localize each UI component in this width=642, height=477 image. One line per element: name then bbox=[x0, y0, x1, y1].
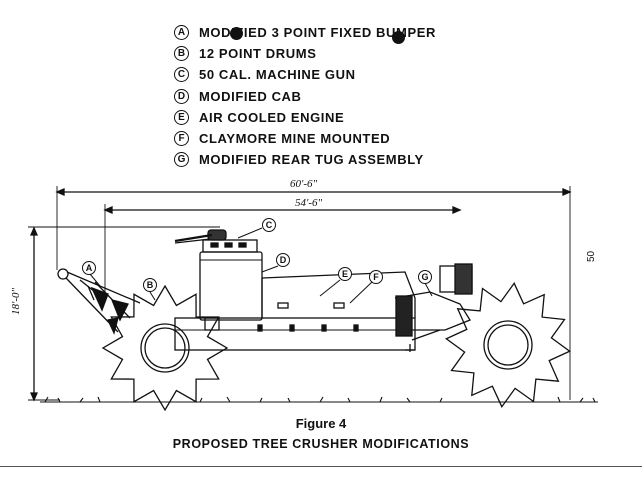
engine-housing bbox=[261, 271, 416, 318]
figure-title: PROPOSED TREE CRUSHER MODIFICATIONS bbox=[172, 437, 470, 451]
ground-line bbox=[40, 396, 598, 403]
page-bottom-rule bbox=[0, 466, 642, 467]
callout-leaders bbox=[89, 227, 433, 304]
rear-tug bbox=[394, 263, 473, 352]
legend-item-d: D MODIFIED CAB bbox=[174, 86, 302, 106]
legend-item-e: E AIR COOLED ENGINE bbox=[174, 107, 344, 127]
rear-drum bbox=[445, 282, 571, 408]
chassis bbox=[174, 317, 416, 351]
inner-length-label: 54'-6" bbox=[295, 197, 323, 209]
overall-length-label: 60'-6" bbox=[290, 178, 318, 190]
legend-letter-c: C bbox=[174, 66, 189, 82]
legend-item-c: C 50 CAL. MACHINE GUN bbox=[174, 64, 356, 84]
legend-item-g: G MODIFIED REAR TUG ASSEMBLY bbox=[174, 149, 424, 169]
callout-d: D bbox=[276, 253, 290, 267]
front-bumper bbox=[57, 268, 141, 335]
legend-text-b: 12 POINT DRUMS bbox=[199, 45, 317, 61]
callout-c: C bbox=[262, 218, 276, 232]
cab bbox=[199, 229, 263, 321]
callout-f: F bbox=[369, 270, 383, 284]
legend-letter-d: D bbox=[174, 88, 189, 104]
legend-letter-a: A bbox=[174, 24, 189, 40]
legend-letter-f: F bbox=[174, 130, 189, 146]
legend-text-a: MODIFIED 3 POINT FIXED BUMPER bbox=[199, 24, 436, 40]
legend-text-g: MODIFIED REAR TUG ASSEMBLY bbox=[199, 151, 424, 167]
front-drum bbox=[101, 284, 229, 412]
legend-text-c: 50 CAL. MACHINE GUN bbox=[199, 66, 356, 82]
figure-number: Figure 4 bbox=[295, 416, 347, 431]
legend-item-f: F CLAYMORE MINE MOUNTED bbox=[174, 128, 390, 148]
legend-text-f: CLAYMORE MINE MOUNTED bbox=[199, 130, 391, 146]
ink-dot bbox=[392, 31, 405, 44]
legend-text-d: MODIFIED CAB bbox=[199, 88, 302, 104]
legend-letter-g: G bbox=[174, 151, 189, 167]
right-height-label: 50 bbox=[586, 250, 597, 262]
callout-a: A bbox=[82, 261, 96, 275]
machine-gun bbox=[174, 233, 213, 244]
ink-dot bbox=[230, 27, 243, 40]
callout-e: E bbox=[338, 267, 352, 281]
legend-letter-e: E bbox=[174, 109, 189, 125]
dimension-lines bbox=[28, 186, 572, 402]
callout-b: B bbox=[143, 278, 157, 292]
height-label: 18'-0" bbox=[10, 287, 22, 315]
legend-item-a: A MODIFIED 3 POINT FIXED BUMPER bbox=[174, 22, 436, 42]
callout-g: G bbox=[418, 270, 432, 284]
legend-letter-b: B bbox=[174, 45, 189, 61]
legend-item-b: B 12 POINT DRUMS bbox=[174, 43, 316, 63]
legend-text-e: AIR COOLED ENGINE bbox=[199, 109, 345, 125]
